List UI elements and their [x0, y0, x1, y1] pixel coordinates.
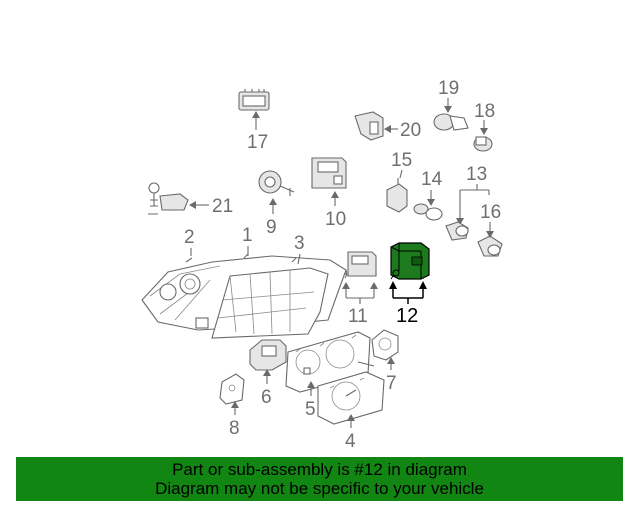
callout-19-leader — [444, 98, 452, 113]
callout-4-leader — [347, 414, 355, 428]
callout-3: 3 — [294, 233, 305, 254]
callout-15-leader — [399, 169, 403, 179]
callout-8: 8 — [229, 418, 240, 439]
part-9-rheostat — [258, 170, 295, 196]
banner-line-1: Part or sub-assembly is #12 in diagram — [172, 460, 467, 479]
part-14-socket — [413, 203, 443, 221]
callout-10: 10 — [325, 209, 346, 230]
callout-9-leader — [269, 198, 277, 214]
part-6-connector — [249, 339, 287, 371]
callout-13-leader — [456, 184, 490, 225]
part-13-socket — [445, 221, 469, 241]
part-16-lighter — [477, 235, 503, 257]
part-17-relay — [238, 89, 270, 111]
callout-20-leader — [384, 125, 398, 133]
part-21-key-cylinder — [148, 182, 189, 215]
part-1-cluster-housing — [141, 253, 347, 339]
callout-1: 1 — [242, 225, 253, 246]
callout-3-leader — [297, 253, 301, 265]
callout-6: 6 — [261, 387, 272, 408]
part-12-switch-highlighted — [390, 242, 430, 280]
callout-4: 4 — [345, 431, 356, 452]
callout-18: 18 — [474, 101, 495, 122]
part-8-plate — [219, 373, 245, 405]
part-10-switch — [311, 157, 347, 189]
callout-11: 11 — [348, 306, 368, 327]
callout-17-leader — [252, 111, 260, 130]
part-18-bulb — [473, 136, 493, 152]
callout-19: 19 — [438, 78, 459, 99]
callout-20: 20 — [400, 120, 421, 141]
part-19-socket — [433, 113, 469, 131]
part-4-gauge-face — [317, 371, 385, 425]
callout-14-leader — [427, 190, 435, 206]
callout-16-leader — [486, 222, 494, 238]
part-7-gauge — [371, 329, 399, 361]
callout-10-leader — [331, 191, 339, 206]
part-11-switch — [340, 251, 377, 279]
callout-2: 2 — [184, 227, 195, 248]
callout-14: 14 — [421, 169, 443, 190]
callout-12: 12 — [396, 305, 418, 327]
callout-7-leader — [387, 357, 395, 370]
callout-11-leader — [342, 282, 378, 304]
callout-15: 15 — [391, 150, 412, 171]
callout-12-leader — [389, 281, 427, 304]
callout-8-leader — [231, 401, 239, 415]
parts-diagram: 17 20 19 18 10 — [141, 78, 503, 452]
callout-21: 21 — [212, 196, 233, 217]
part-20-switch — [354, 111, 384, 141]
callout-7: 7 — [386, 373, 397, 394]
callout-17: 17 — [247, 132, 268, 153]
callout-18-leader — [480, 120, 488, 135]
info-banner: Part or sub-assembly is #12 in diagram D… — [16, 457, 623, 501]
callout-5-leader — [307, 381, 315, 396]
banner-line-2: Diagram may not be specific to your vehi… — [155, 479, 484, 498]
callout-21-leader — [189, 201, 209, 209]
callout-13: 13 — [466, 164, 487, 185]
callout-16: 16 — [480, 202, 501, 223]
callout-5: 5 — [305, 399, 316, 420]
callout-6-leader — [263, 369, 271, 384]
part-15-bracket — [386, 178, 408, 213]
callout-9: 9 — [266, 217, 277, 238]
